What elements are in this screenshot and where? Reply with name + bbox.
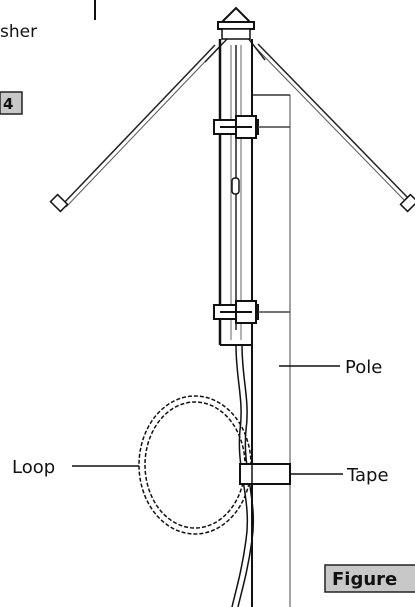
- antenna-mast: [218, 39, 253, 346]
- washer-label-fragment: sher: [0, 22, 37, 42]
- tape-label: Tape: [346, 465, 389, 486]
- clamp-lower: [213, 300, 290, 324]
- figure-number-fragment: 4: [3, 95, 13, 113]
- pole-label: Pole: [345, 357, 382, 378]
- antenna-top-cap: [217, 6, 255, 40]
- radial-left: [49, 44, 220, 213]
- figure-box-top: [0, 91, 23, 115]
- support-pole: [251, 94, 291, 607]
- loop-label: Loop: [12, 457, 55, 478]
- radial-back-left: [204, 37, 229, 63]
- radial-back-right: [247, 37, 266, 61]
- figure-caption-box: [324, 564, 415, 593]
- radial-right: [255, 43, 415, 213]
- cable-loop: [138, 395, 252, 535]
- figure-caption: Figure: [332, 569, 397, 590]
- clamp-upper: [213, 115, 290, 139]
- tape-band: [239, 463, 291, 485]
